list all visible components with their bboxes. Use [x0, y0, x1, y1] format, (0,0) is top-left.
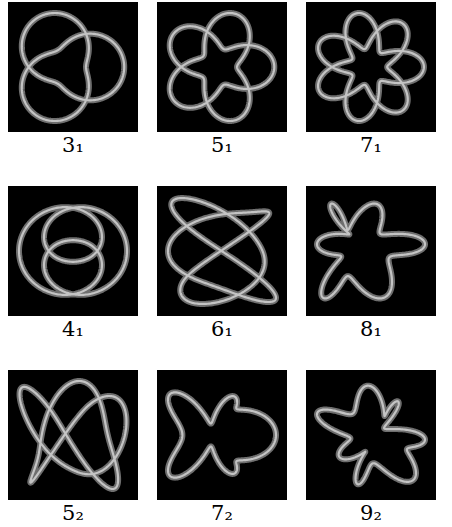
- knot-label: 7₁: [306, 133, 436, 157]
- knot-label: 7₂: [157, 501, 287, 525]
- knot-image: [8, 370, 138, 500]
- knot-image: [157, 2, 287, 132]
- knot-image: [8, 2, 138, 132]
- knot-label: 8₁: [306, 317, 436, 341]
- knot-label: 3₁: [8, 133, 138, 157]
- knot-label: 6₁: [157, 317, 287, 341]
- knot-image: [157, 370, 287, 500]
- knot-image: [306, 2, 436, 132]
- knot-label: 9₂: [306, 501, 436, 525]
- knot-label: 5₁: [157, 133, 287, 157]
- knot-label: 5₂: [8, 501, 138, 525]
- knot-label: 4₁: [8, 317, 138, 341]
- knot-image: [8, 186, 138, 316]
- knot-image: [306, 186, 436, 316]
- knot-image: [306, 370, 436, 500]
- knot-image: [157, 186, 287, 316]
